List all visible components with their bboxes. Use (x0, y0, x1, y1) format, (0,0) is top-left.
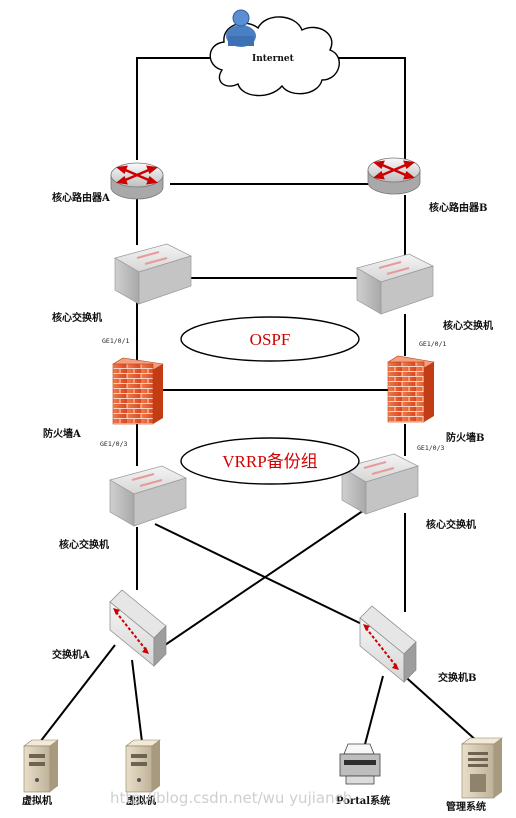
firewall-a (112, 357, 164, 425)
label-access-switch-b: 交换机B (438, 671, 476, 684)
access-switch-icon (109, 589, 167, 667)
router-icon (110, 162, 164, 200)
firewall-icon (387, 355, 435, 423)
ospf-oval: OSPF (180, 316, 360, 362)
label-firewall-b: 防火墙B (446, 431, 484, 444)
label-portal: Portal系统 (336, 794, 390, 807)
switch-icon (356, 253, 434, 315)
label-router-a: 核心路由器A (52, 191, 110, 204)
label-mgmt: 管理系统 (446, 800, 486, 813)
label-core-switch-right-top: 核心交换机 (443, 319, 493, 332)
firewall-b (387, 355, 435, 423)
link-access-b-portal (363, 675, 384, 749)
switch-icon (109, 465, 187, 527)
label-vm-2: 虚拟机 (126, 794, 156, 807)
firewall-icon (112, 357, 164, 425)
core-switch-right-bottom (341, 453, 419, 515)
vm-2 (125, 739, 161, 793)
link-cross-left-to-access-b (154, 523, 371, 629)
label-port-right-top: GE1/0/1 (419, 340, 446, 348)
access-switch-a (109, 589, 167, 667)
vrrp-oval: VRRP备份组 (180, 437, 360, 485)
internet-cloud: Internet (209, 16, 340, 97)
link-internet-router-b (330, 57, 406, 160)
vrrp-label: VRRP备份组 (222, 452, 317, 471)
server-icon (125, 739, 161, 793)
vm-1 (23, 739, 59, 793)
access-switch-icon (359, 605, 417, 683)
internet-label: Internet (252, 54, 295, 64)
server-icon (461, 737, 503, 799)
router-a (110, 162, 164, 200)
switch-icon (114, 243, 192, 305)
label-port-right-bottom: GE1/0/3 (417, 444, 444, 452)
label-port-left-bottom: GE1/0/3 (100, 440, 127, 448)
link-internet-router-a (136, 57, 218, 160)
management-system (461, 737, 503, 799)
watermark: http://blog.csdn.net/wu yujianch (110, 789, 352, 807)
link-access-b-mgmt (399, 671, 479, 743)
router-b (367, 157, 421, 195)
core-switch-left-bottom (109, 465, 187, 527)
core-switch-left-top (114, 243, 192, 305)
ospf-label: OSPF (250, 330, 291, 349)
label-firewall-a: 防火墙A (43, 427, 81, 440)
link-access-a-vm-2 (131, 659, 143, 743)
label-core-switch-left-bottom: 核心交换机 (59, 538, 109, 551)
access-switch-b (359, 605, 417, 683)
printer-icon (339, 743, 381, 785)
link-cross-right-to-access-a (164, 505, 371, 646)
links (39, 57, 479, 749)
label-core-switch-right-bottom: 核心交换机 (426, 518, 476, 531)
core-switch-right-top (356, 253, 434, 315)
switch-icon (341, 453, 419, 515)
label-port-left-top: GE1/0/1 (102, 337, 129, 345)
link-access-a-vm-1 (39, 644, 116, 743)
labels: 核心路由器A 核心路由器B 核心交换机 核心交换机 GE1/0/1 GE1/0/… (22, 191, 493, 813)
label-access-switch-a: 交换机A (52, 648, 90, 661)
server-icon (23, 739, 59, 793)
portal-system (339, 743, 381, 785)
label-router-b: 核心路由器B (429, 201, 487, 214)
label-vm-1: 虚拟机 (22, 794, 52, 807)
label-core-switch-left-top: 核心交换机 (52, 311, 102, 324)
user-icon (226, 9, 256, 47)
router-icon (367, 157, 421, 195)
